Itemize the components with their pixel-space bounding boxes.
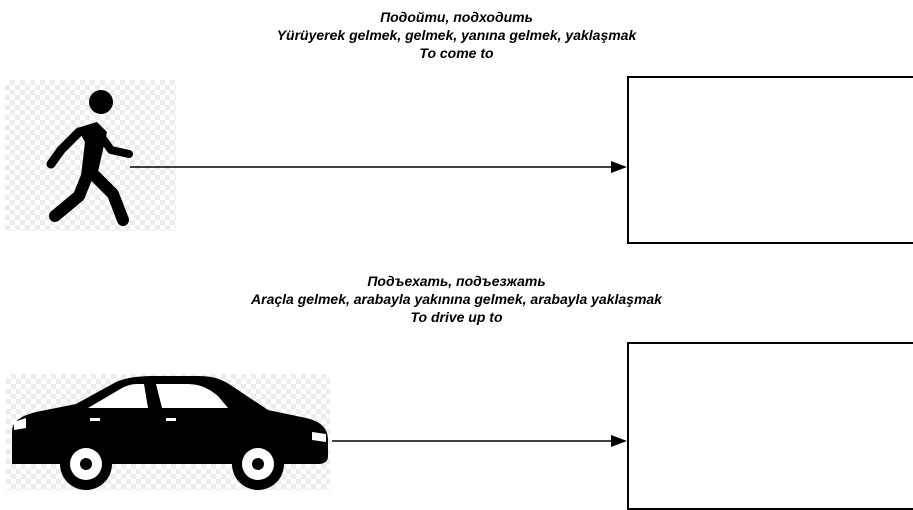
caption-come-to: Подойти, подходить Yürüyerek gelmek, gel… [0,8,913,62]
arrow-drive-up-to [332,435,627,447]
answer-box-come-to [627,76,913,244]
answer-box-drive-up-to [627,342,913,510]
caption-english: To come to [419,45,494,61]
arrow-come-to [130,161,627,173]
caption-drive-up-to: Подъехать, подъезжать Araçla gelmek, ara… [0,272,913,326]
car-icon [12,376,328,490]
caption-russian: Подойти, подходить [380,9,533,25]
walking-person-icon [46,90,133,226]
caption-english: To drive up to [410,309,503,325]
caption-russian: Подъехать, подъезжать [367,273,546,289]
caption-turkish: Yürüyerek gelmek, gelmek, yanına gelmek,… [276,27,637,43]
caption-turkish: Araçla gelmek, arabayla yakınına gelmek,… [251,291,662,307]
